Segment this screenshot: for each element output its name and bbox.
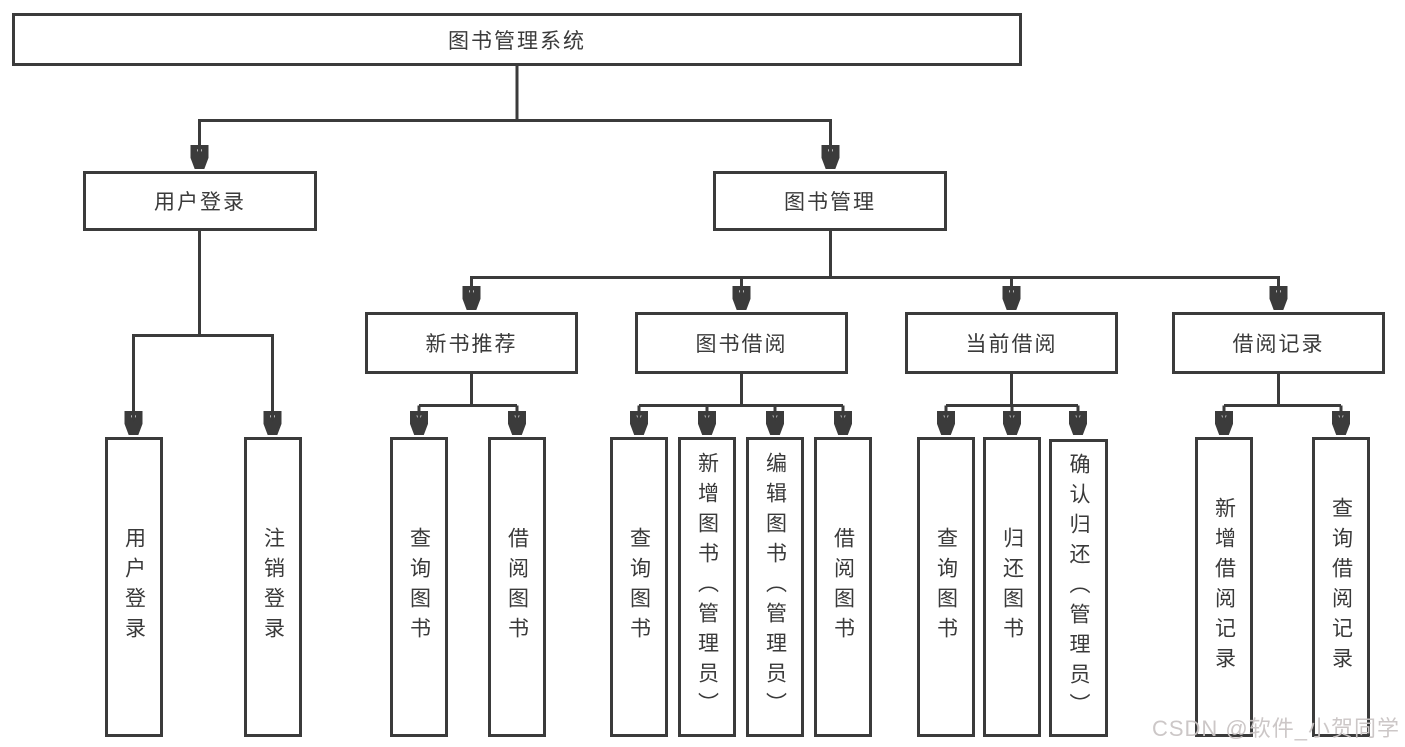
node-current-borrow: 当前借阅 bbox=[905, 312, 1118, 374]
leaf-bb-edit-books-admin: 编辑图书（管理员） bbox=[746, 437, 804, 737]
leaf-cb-confirm-return-admin-label: 确认归还（管理员） bbox=[1067, 453, 1090, 723]
leaf-nb-borrow-books-label: 借阅图书 bbox=[505, 527, 529, 647]
leaf-bb-borrow-books: 借阅图书 bbox=[814, 437, 872, 737]
leaf-cb-return-books-label: 归还图书 bbox=[1000, 527, 1024, 647]
csdn-watermark: CSDN @软件_小贺同学 bbox=[1151, 716, 1400, 741]
leaf-cb-return-books: 归还图书 bbox=[983, 437, 1041, 737]
node-book-management: 图书管理 bbox=[713, 171, 947, 231]
leaf-logout-label: 注销登录 bbox=[261, 527, 285, 647]
leaf-nb-query-books: 查询图书 bbox=[390, 437, 448, 737]
leaf-br-add-record-label: 新增借阅记录 bbox=[1212, 497, 1236, 677]
leaf-bb-add-books-admin-label: 新增图书（管理员） bbox=[695, 452, 719, 722]
leaf-bb-query-books-label: 查询图书 bbox=[627, 527, 651, 647]
leaf-cb-confirm-return-admin: 确认归还（管理员） bbox=[1049, 439, 1108, 737]
leaf-br-query-record: 查询借阅记录 bbox=[1312, 437, 1370, 737]
node-book-borrow-label: 图书借阅 bbox=[695, 333, 788, 356]
node-new-book-recommend: 新书推荐 bbox=[365, 312, 578, 374]
node-user-login-label: 用户登录 bbox=[154, 191, 246, 214]
node-borrow-records: 借阅记录 bbox=[1172, 312, 1385, 374]
node-user-login: 用户登录 bbox=[83, 171, 317, 231]
leaf-logout: 注销登录 bbox=[244, 437, 302, 737]
leaf-nb-query-books-label: 查询图书 bbox=[407, 527, 431, 647]
leaf-user-login: 用户登录 bbox=[105, 437, 163, 737]
leaf-br-query-record-label: 查询借阅记录 bbox=[1329, 497, 1353, 677]
leaf-user-login-label: 用户登录 bbox=[122, 527, 146, 647]
leaf-bb-borrow-books-label: 借阅图书 bbox=[831, 527, 855, 647]
leaf-bb-edit-books-admin-label: 编辑图书（管理员） bbox=[763, 452, 787, 722]
leaf-br-add-record: 新增借阅记录 bbox=[1195, 437, 1253, 737]
node-borrow-records-label: 借阅记录 bbox=[1232, 333, 1325, 356]
node-book-borrow: 图书借阅 bbox=[635, 312, 848, 374]
leaf-bb-query-books: 查询图书 bbox=[610, 437, 668, 737]
node-new-book-recommend-label: 新书推荐 bbox=[425, 333, 518, 356]
node-root-library-system: 图书管理系统 bbox=[12, 13, 1022, 66]
node-root-label: 图书管理系统 bbox=[448, 29, 586, 53]
node-current-borrow-label: 当前借阅 bbox=[965, 333, 1058, 356]
node-book-management-label: 图书管理 bbox=[784, 191, 876, 214]
leaf-nb-borrow-books: 借阅图书 bbox=[488, 437, 546, 737]
leaf-bb-add-books-admin: 新增图书（管理员） bbox=[678, 437, 736, 737]
leaf-cb-query-books: 查询图书 bbox=[917, 437, 975, 737]
leaf-cb-query-books-label: 查询图书 bbox=[934, 527, 958, 647]
